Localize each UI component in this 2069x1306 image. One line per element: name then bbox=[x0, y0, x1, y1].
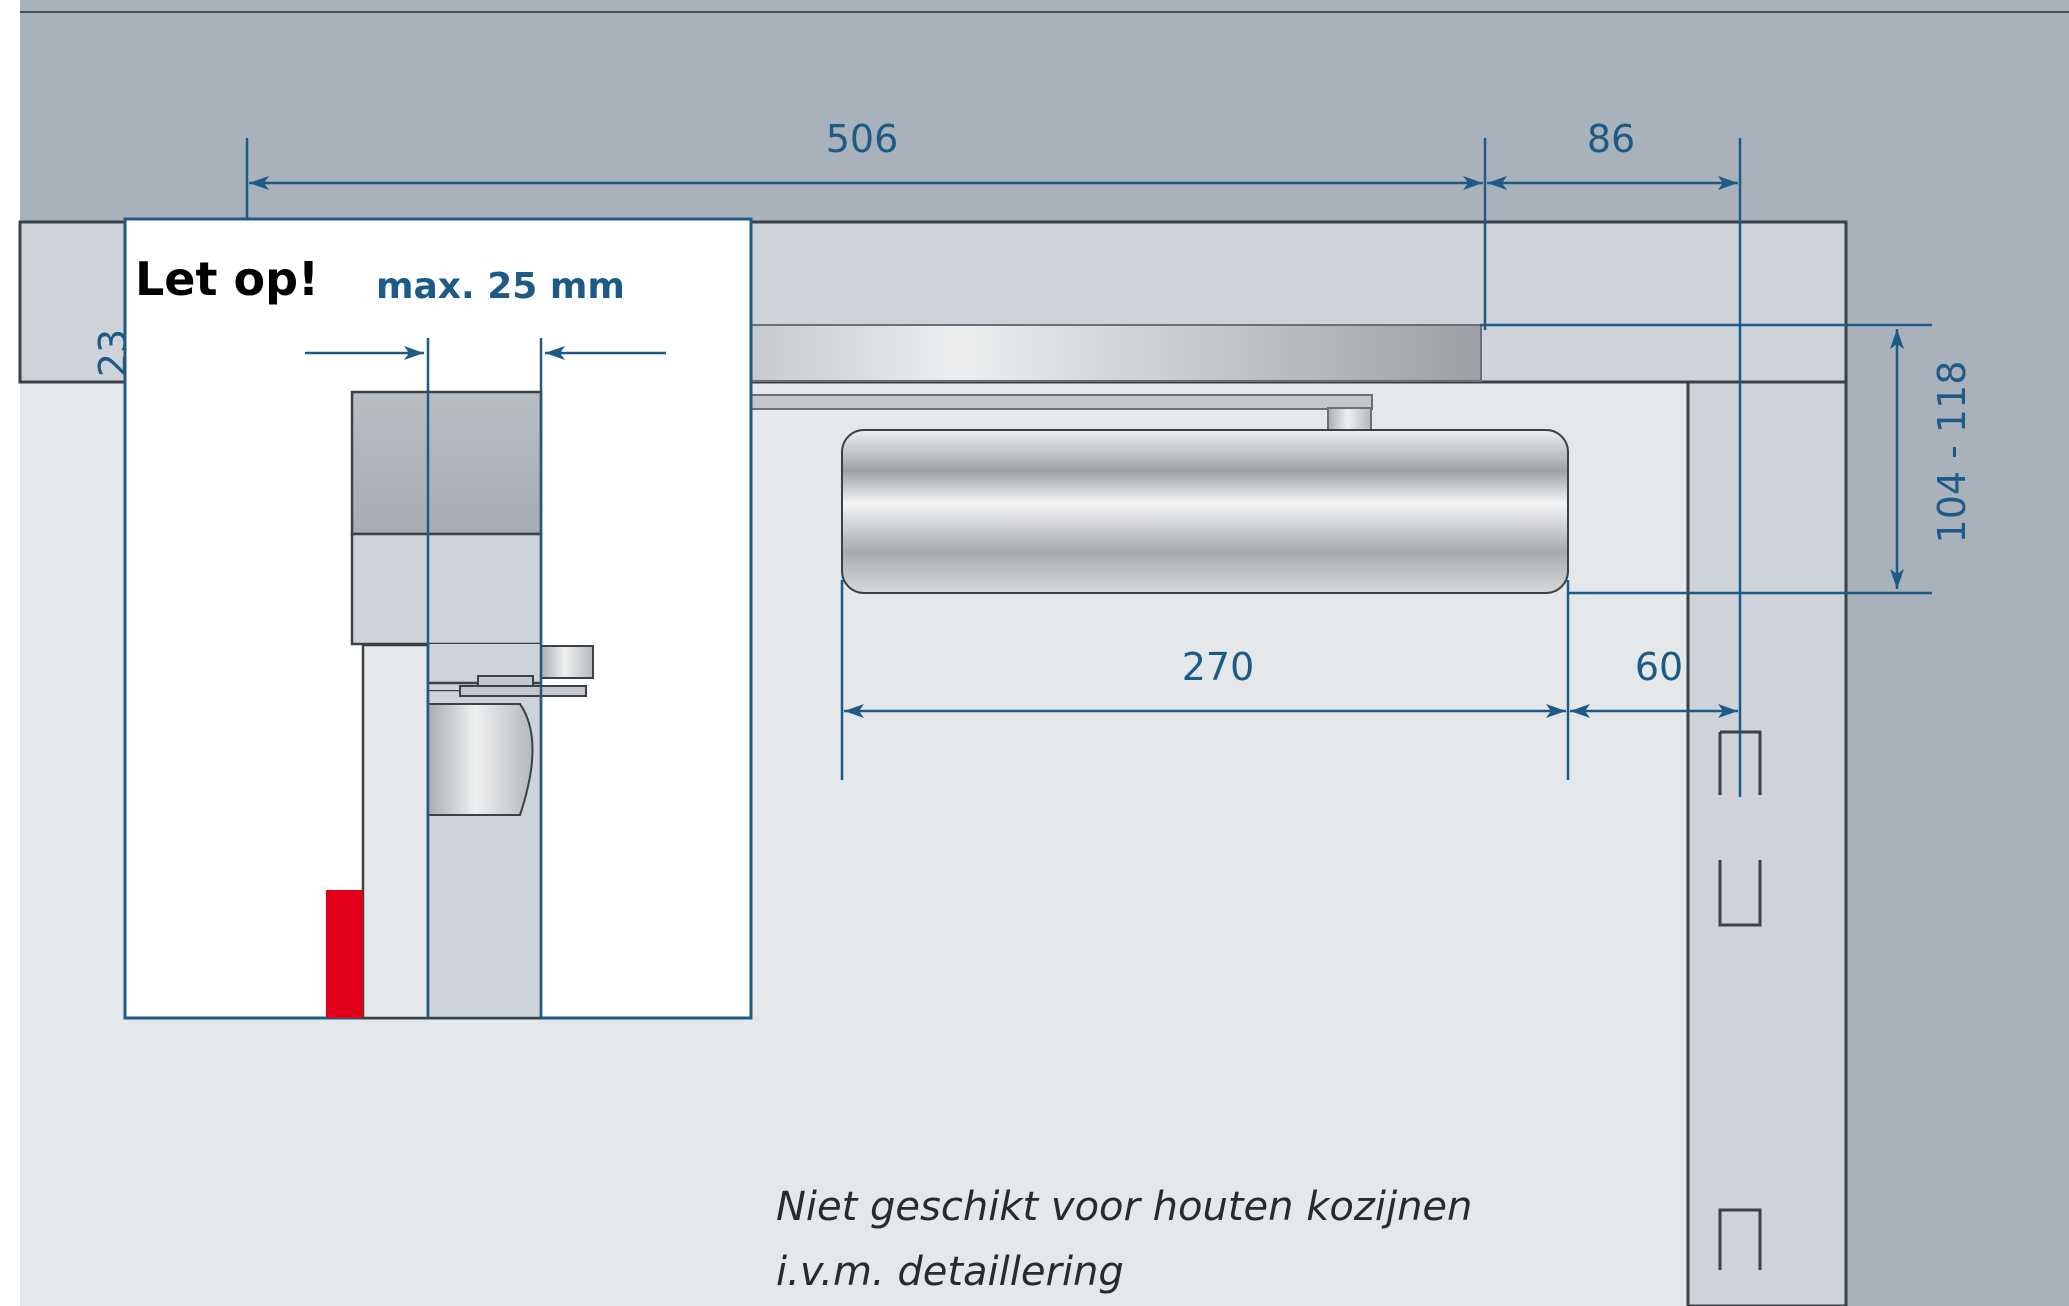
dim-506-label: 506 bbox=[826, 117, 899, 161]
frame-jamb bbox=[1686, 380, 1848, 1306]
hinge-marks bbox=[1718, 730, 1762, 1270]
callout-title: Let op! bbox=[135, 252, 319, 306]
dim-104-118-label: 104 - 118 bbox=[1930, 361, 1974, 544]
door-closer-body bbox=[841, 429, 1569, 594]
red-seal-strip bbox=[326, 890, 363, 1018]
dim-270-label: 270 bbox=[1182, 645, 1255, 689]
note-line-2: i.v.m. detaillering bbox=[776, 1249, 1124, 1295]
note-line-1: Niet geschikt voor houten kozijnen bbox=[776, 1184, 1472, 1230]
dim-60-label: 60 bbox=[1635, 645, 1683, 689]
closer-arm bbox=[734, 394, 1373, 410]
slide-rail bbox=[734, 324, 1482, 382]
detail-callout: Let op! max. 25 mm bbox=[123, 217, 753, 1020]
arm-pinion bbox=[1327, 407, 1372, 431]
dimension-lines bbox=[245, 138, 1932, 797]
dim-86-label: 86 bbox=[1587, 117, 1635, 161]
callout-subtitle: max. 25 mm bbox=[376, 266, 625, 307]
